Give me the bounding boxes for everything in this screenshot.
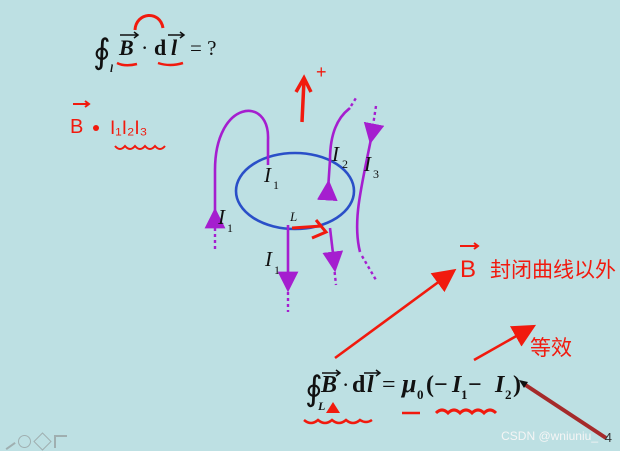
pen-cursor [522,382,608,440]
red-B-right: B [460,256,476,283]
pen-tool-icon[interactable] [0,432,16,450]
red-I-group: I₁I₂I₃ [110,118,147,139]
top-dot: · [141,35,148,60]
bottom-d-symbol: d [352,372,366,398]
top-formula: ∮ l B · d l = ? [93,34,216,75]
red-B-right-arrow [460,242,480,250]
eraser-icon[interactable] [33,431,52,451]
top-equals-question: = ? [190,36,216,60]
bottom-I1: I [451,372,463,398]
bottom-I2-sub: 2 [505,387,512,402]
red-plus-sign: + [316,62,327,82]
red-dot [93,125,99,131]
current-labels: I 1 I 1 I 1 I 2 I 3 L [217,142,379,277]
bottom-l-symbol: l [367,372,374,398]
current-I2-lower-wire [322,227,344,273]
current-I1-left-wire [204,109,270,229]
bottom-integral-sign: ∮ [305,371,323,408]
current-I3-wire [355,121,385,253]
red-arrow-to-right-note [473,324,537,362]
red-arc-over-formula [133,14,165,31]
current-I3-dotted-top [370,105,378,133]
red-underline-currents [434,408,498,416]
csdn-watermark: CSDN @wniuniu_ [501,429,598,443]
red-B-right-note: 封闭曲线以外 [490,258,616,282]
bottom-integral-subscript: L [317,399,325,413]
label-I1-inside-sub: 1 [273,178,279,192]
label-I1-bottom-sub: 1 [274,263,280,277]
top-l-vector-arrow [168,31,186,39]
label-I1-left: I [217,205,226,229]
label-I2: I [331,142,340,166]
bottom-I1-sub: 1 [461,387,468,402]
current-I2-wire [316,106,351,202]
bottom-dot: · [342,372,349,397]
bottom-I2: I [494,372,506,398]
bottom-paren-close: ) [513,372,521,398]
red-underline-dl [157,61,184,67]
bottom-l-vector-arrow [364,369,382,377]
label-I1-bottom: I [264,247,273,271]
bottom-B-symbol: B [320,372,337,398]
top-B-vector-arrow [120,31,140,39]
top-l-symbol: l [171,35,178,60]
red-underline-integral [303,418,373,425]
red-loop-direction-arrow [291,219,329,240]
highlighter-icon[interactable] [18,434,31,448]
red-B-note-arrow [73,100,91,108]
current-I2-dotted-bottom [332,265,338,286]
bottom-equals: = [382,372,396,398]
pointer-icon[interactable] [54,434,67,448]
label-L-loop: L [289,209,297,224]
label-I3: I [363,152,372,176]
top-integral-subscript: l [110,63,114,75]
bottom-formula: ∮ L B · d l = μ 0 (− I 1 − I 2 ) [305,369,521,413]
label-I3-sub: 3 [373,167,379,181]
red-right-note: 等效 [530,336,572,360]
red-underline-B [116,61,138,67]
top-B-symbol: B [118,35,134,60]
bottom-mu-symbol: μ [400,369,416,398]
top-integral-sign: ∮ [93,34,111,71]
slide-page-number: 4 [604,430,612,445]
red-triangle-under-L [326,402,340,413]
current-I3-dotted-bottom [360,255,378,281]
label-I1-left-sub: 1 [227,221,233,235]
current-I2-dotted-top [349,97,358,107]
slide-toolbar [0,431,67,451]
red-arrow-to-B-note [334,268,457,360]
bottom-B-vector-arrow [322,369,342,377]
label-I1-inside: I [263,163,272,187]
red-up-arrow [294,74,313,123]
bottom-mu-subscript: 0 [417,387,424,402]
red-B-note: B [70,116,83,138]
label-I2-sub: 2 [342,157,348,171]
red-underline-squiggle [114,144,166,150]
top-d-symbol: d [154,35,166,60]
bottom-paren-open: (− [426,372,448,398]
bottom-minus: − [468,372,482,398]
